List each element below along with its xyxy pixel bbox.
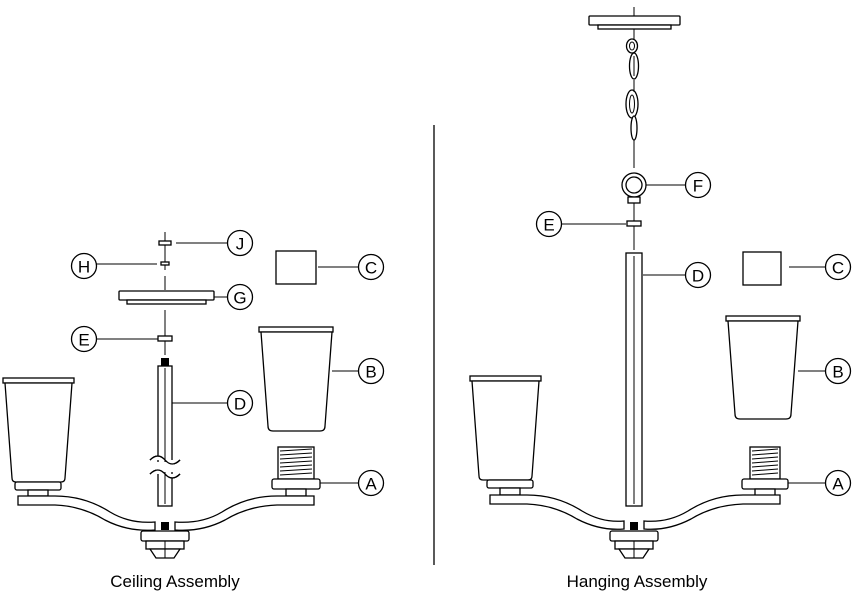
part-h-stub xyxy=(160,261,170,266)
part-a-socket-hanging xyxy=(741,446,789,497)
callout-a-label-hanging: A xyxy=(832,475,844,494)
ceiling-assembly-caption: Ceiling Assembly xyxy=(110,572,240,591)
part-d-rod-hanging xyxy=(625,252,643,507)
part-b-shade-right xyxy=(258,326,334,432)
part-g-canopy xyxy=(118,276,215,305)
callout-b-label-hanging: B xyxy=(832,363,843,382)
part-c-square xyxy=(275,250,317,285)
center-body xyxy=(140,522,190,559)
part-f-loop xyxy=(621,140,647,204)
part-d-downrod xyxy=(149,358,181,507)
fixture-arms xyxy=(17,495,315,531)
chain xyxy=(625,29,640,141)
callout-e-label-hanging: E xyxy=(543,216,554,235)
hanging-callouts: F E D C B A xyxy=(535,171,852,497)
callout-g-label: G xyxy=(233,289,246,308)
part-a-socket xyxy=(271,446,321,497)
ceiling-plate xyxy=(588,7,681,30)
left-shade-assembly xyxy=(2,377,75,497)
hanging-assembly-caption: Hanging Assembly xyxy=(567,572,708,591)
callout-h-label: H xyxy=(78,258,90,277)
ceiling-callouts: J H C G E B D A xyxy=(70,229,385,497)
left-shade-hanging xyxy=(469,375,542,496)
callout-e-label: E xyxy=(78,331,89,350)
part-e-washer-hanging xyxy=(626,203,642,250)
callout-c-label: C xyxy=(365,259,377,278)
callout-c-label-hanging: C xyxy=(832,259,844,278)
callout-f-label: F xyxy=(693,177,703,196)
part-e-washer xyxy=(157,310,173,355)
part-c-square-hanging xyxy=(742,251,782,286)
callout-b-label: B xyxy=(365,363,376,382)
ceiling-assembly: J H C G E B D A Ceiling Assembly xyxy=(2,229,385,591)
callout-j-label: J xyxy=(236,235,245,254)
hanging-assembly: F E D C B A Hanging Assembly xyxy=(469,7,852,591)
callout-a-label: A xyxy=(365,475,377,494)
fixture-arms-hanging xyxy=(489,494,781,530)
callout-d-label: D xyxy=(234,395,246,414)
callout-d-label-hanging: D xyxy=(692,267,704,286)
part-b-shade-hanging xyxy=(725,315,801,420)
center-body-hanging xyxy=(609,522,659,559)
